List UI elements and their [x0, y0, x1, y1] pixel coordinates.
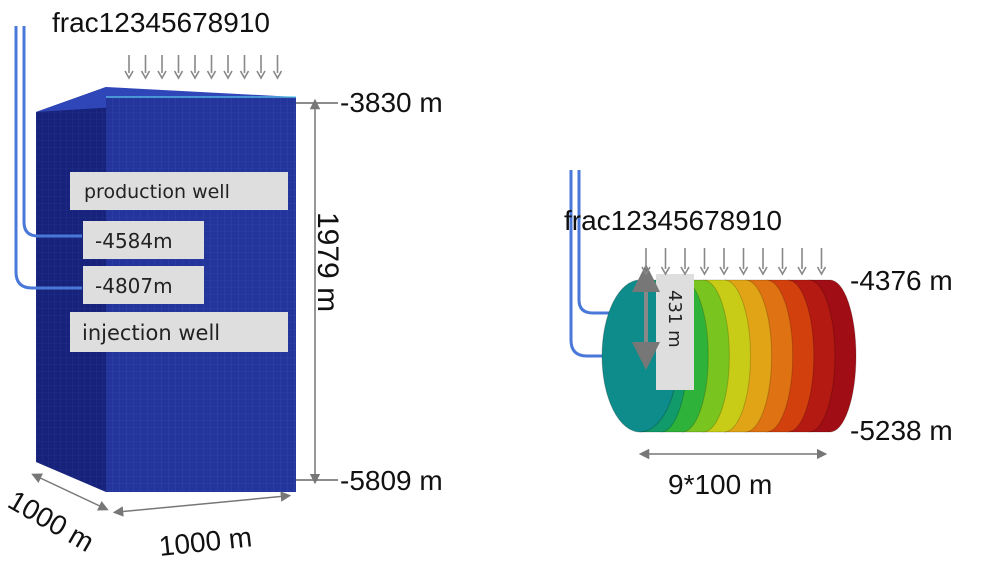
right-frac-arrow-5	[719, 248, 729, 276]
right-length-label: 9*100 m	[668, 469, 772, 500]
left-well-pipes	[14, 26, 82, 290]
left-reservoir-block	[36, 87, 296, 492]
left-height-label: 1979 m	[311, 212, 344, 312]
left-frac-arrow-5	[190, 55, 200, 80]
fracture-cylinder	[601, 279, 857, 433]
production-well-box: production well	[70, 172, 288, 210]
left-width-label: 1000 m	[157, 521, 253, 562]
right-frac-label: frac12345678910	[564, 205, 782, 236]
left-frac-arrows	[124, 55, 283, 80]
right-frac-arrows	[641, 248, 827, 276]
right-bottom-depth: -5238 m	[850, 415, 953, 446]
injection-well-label: injection well	[82, 321, 220, 345]
right-diameter-label: 431 m	[664, 290, 685, 348]
right-wells	[569, 170, 640, 358]
left-bottom-depth: -5809 m	[340, 465, 443, 496]
right-frac-arrow-2	[660, 248, 671, 276]
right-top-depth: -4376 m	[850, 265, 953, 296]
right-diameter-box: 431 m	[632, 264, 694, 390]
left-frac-label: frac12345678910	[52, 7, 270, 38]
production-depth-box: -4584m	[83, 221, 204, 259]
left-frac-arrow-8	[239, 55, 250, 80]
right-frac-arrow-6	[738, 248, 749, 276]
right-frac-arrow-1	[641, 248, 651, 276]
right-frac-arrow-8	[777, 248, 788, 276]
left-frac-arrow-6	[206, 55, 217, 80]
right-frac-arrow-4	[699, 248, 710, 276]
left-frac-arrow-7	[223, 55, 233, 80]
left-frac-arrow-1	[124, 55, 134, 80]
left-height-dimension	[296, 98, 338, 485]
left-bottom-dimensions	[31, 473, 292, 517]
right-frac-arrow-7	[758, 248, 768, 276]
left-depth-label: 1000 m	[3, 484, 99, 558]
right-frac-arrow-10	[816, 248, 827, 276]
production-well-label: production well	[84, 181, 230, 203]
right-frac-arrow-3	[680, 248, 690, 276]
left-frac-arrow-2	[140, 55, 151, 80]
production-depth-label: -4584m	[95, 229, 173, 253]
right-frac-arrow-9	[797, 248, 807, 276]
injection-depth-label: -4807m	[95, 274, 173, 298]
injection-well-box: injection well	[70, 312, 288, 352]
left-frac-arrow-3	[157, 55, 167, 80]
left-frac-arrow-10	[272, 55, 283, 80]
injection-depth-box: -4807m	[83, 266, 204, 304]
left-top-depth: -3830 m	[340, 87, 443, 118]
left-frac-arrow-4	[173, 55, 184, 80]
left-frac-arrow-9	[256, 55, 266, 80]
